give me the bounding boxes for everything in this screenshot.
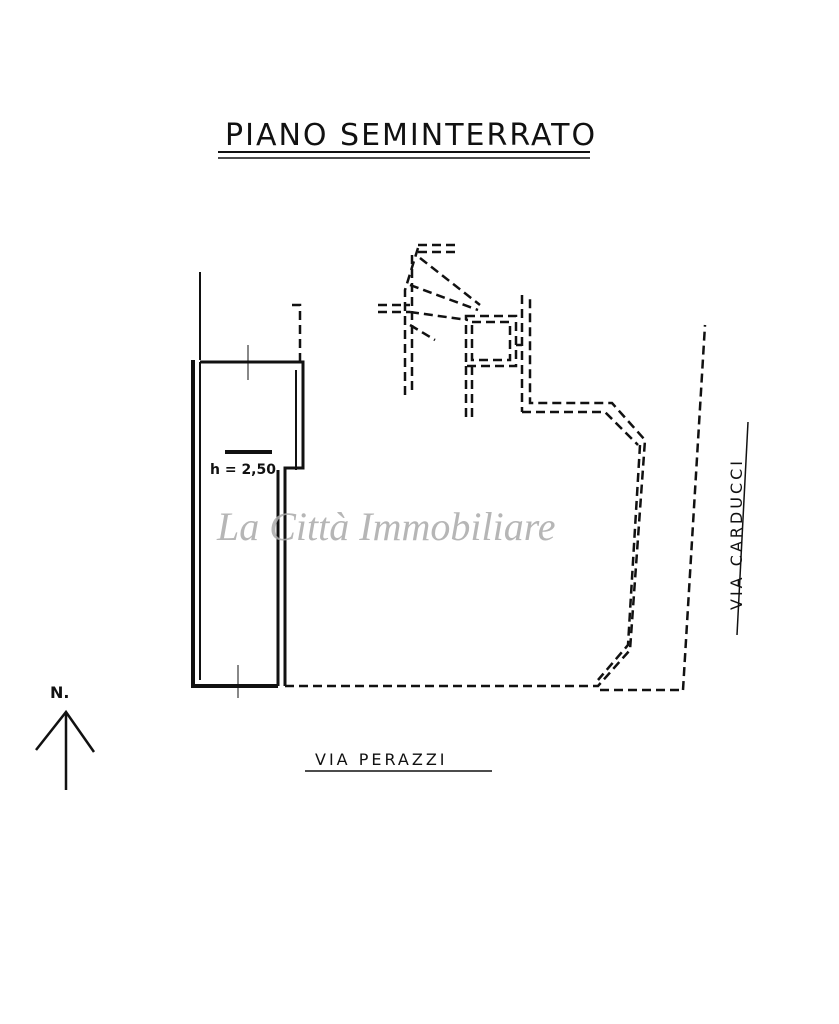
room-height-label: h = 2,50 — [210, 462, 276, 478]
unit-walls — [191, 272, 305, 698]
north-label: N. — [50, 683, 69, 702]
street-south-label: VIA PERAZZI — [315, 750, 448, 769]
north-arrow-icon — [35, 709, 96, 790]
watermark: La Città Immobiliare — [216, 504, 556, 549]
street-east-line — [736, 421, 749, 636]
plan-title: PIANO SEMINTERRATO — [225, 118, 597, 153]
building-outline — [285, 243, 707, 692]
street-east-label: VIA CARDUCCI — [727, 458, 746, 610]
